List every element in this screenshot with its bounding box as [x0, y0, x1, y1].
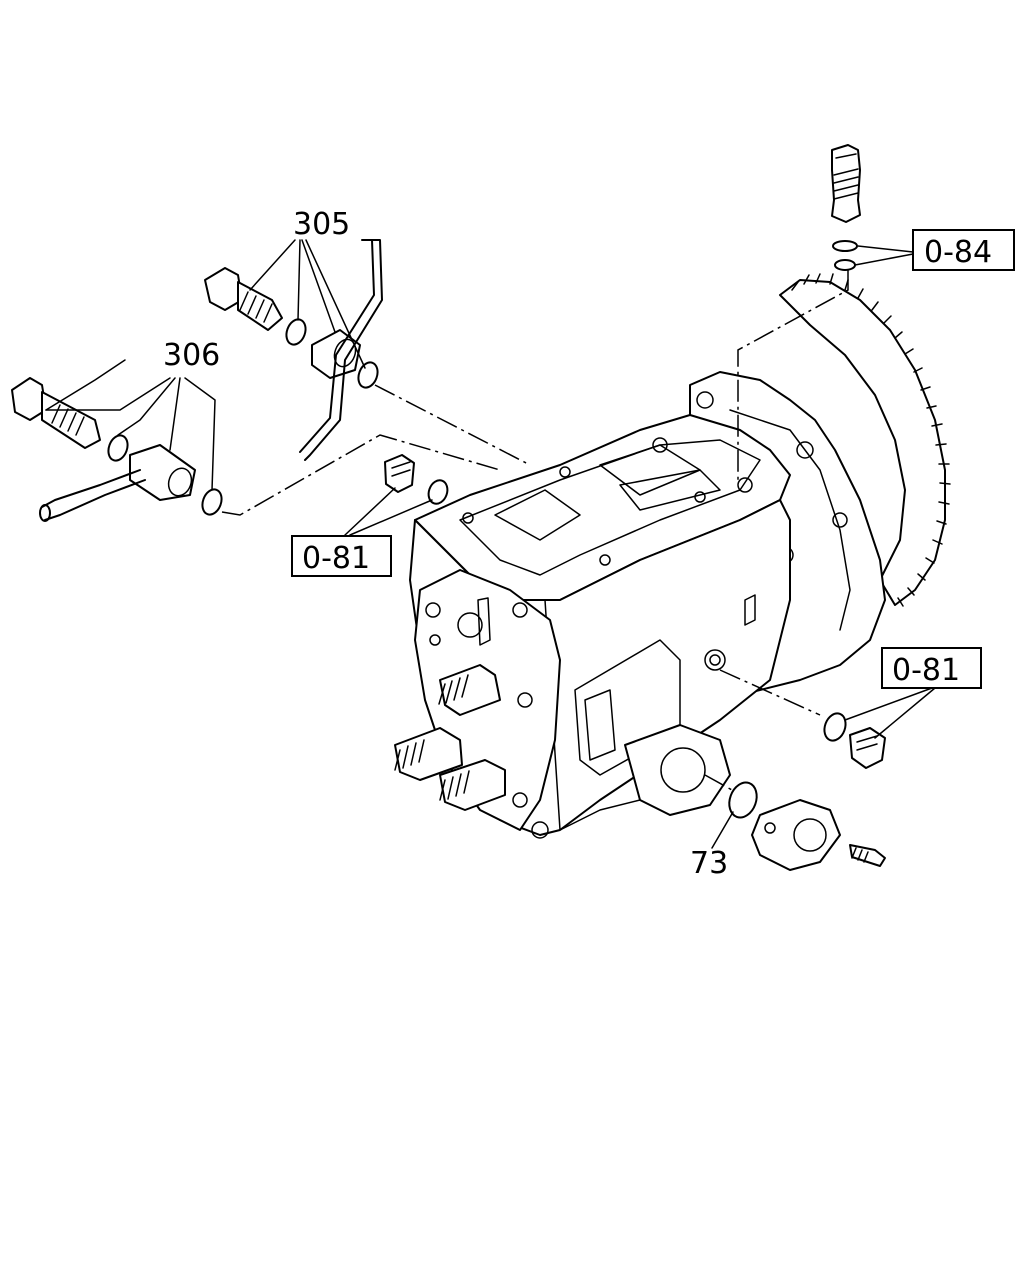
delivery-valve-outlets [394, 664, 506, 811]
plug-and-gasket-right [719, 669, 936, 769]
eye-bolt-assembly-306 [11, 359, 501, 522]
eye-bolt-assembly-305 [204, 239, 531, 466]
ref-label-081-left: 0-81 [302, 541, 370, 576]
drive-gear [779, 273, 951, 607]
overflow-valve-assembly [737, 144, 861, 480]
part-label-305: 305 [293, 207, 350, 242]
part-label-73: 73 [690, 846, 728, 881]
o-ring-73-and-cover [704, 774, 886, 871]
ref-label-084: 0-84 [924, 235, 992, 270]
ref-box-081-right: 0-81 [881, 647, 982, 689]
part-label-306: 306 [163, 338, 220, 373]
ref-label-081-right: 0-81 [892, 653, 960, 688]
ref-box-084: 0-84 [912, 229, 1015, 271]
ref-box-081-left: 0-81 [291, 535, 392, 577]
plug-and-gasket-left [344, 454, 449, 536]
